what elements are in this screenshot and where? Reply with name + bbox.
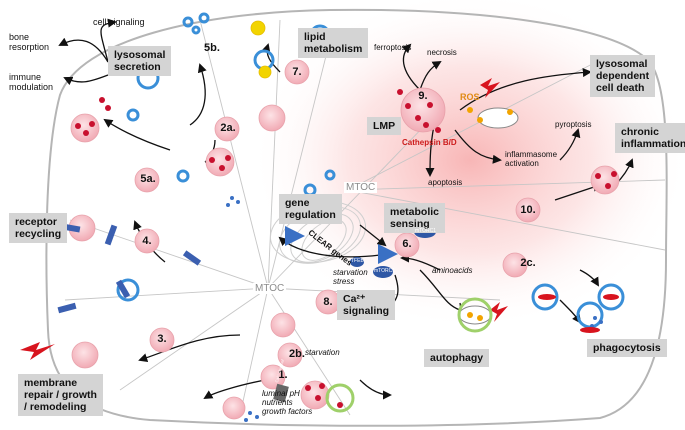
- aminoacids-label: aminoacids: [432, 266, 473, 275]
- bone-resorption-line2: resorption: [9, 42, 50, 53]
- starvation-stress-line1: starvation: [333, 268, 368, 277]
- step-10-number: 10.: [520, 204, 536, 216]
- lmp-box: LMP: [367, 117, 402, 136]
- inflammasome-line1: inflammasome: [505, 150, 558, 159]
- membrane-repair-line3: / remodeling: [24, 401, 87, 414]
- mtoc-center-label: MTOC: [253, 283, 287, 294]
- ca-signaling-box: Ca²⁺signaling: [337, 290, 396, 321]
- tfeb-label: TFEB: [351, 258, 364, 264]
- autophagy-text: autophagy: [430, 352, 484, 364]
- membrane-repair-line1: membrane: [24, 377, 78, 389]
- inflammasome-line2: activation: [505, 159, 539, 169]
- step-4-number: 4.: [142, 235, 152, 247]
- phagocytosis-text: phagocytosis: [593, 342, 661, 354]
- autophagosomes: [325, 297, 493, 413]
- luminal-line2: nutrients: [262, 398, 293, 408]
- autophagy-box: autophagy: [424, 349, 490, 368]
- step-2a-number: 2a.: [220, 122, 236, 134]
- metabolic-sensing-line2: sensing: [390, 218, 430, 231]
- phagocytosed-particles: [538, 294, 619, 333]
- step-2b-number: 2b.: [289, 348, 305, 360]
- ca-signaling-line2: signaling: [343, 305, 390, 318]
- mtoc-top-label: MTOC: [344, 182, 378, 193]
- lysosomal-cell-death-line1: lysosomal: [596, 58, 648, 70]
- step-9-number: 9.: [418, 90, 428, 102]
- cathepsin-label: Cathepsin B/D: [402, 138, 457, 147]
- ferroptosis-label: ferroptosis: [374, 43, 412, 52]
- lmp-text: LMP: [373, 120, 396, 132]
- luminal-line3: growth factors: [262, 407, 313, 417]
- immune-modulation-line2: modulation: [9, 82, 54, 93]
- small-blue-dots: [226, 196, 603, 422]
- step-5a-number: 5a.: [140, 173, 156, 185]
- gene-regulation-line2: regulation: [285, 209, 336, 222]
- luminal-line1: luminal pH: [262, 389, 300, 398]
- ca-signaling-line1: Ca²⁺: [343, 293, 366, 305]
- lipid-metabolism-line1: lipid: [304, 31, 326, 43]
- phagocytosis-box: phagocytosis: [587, 339, 667, 358]
- red-stars: [75, 89, 617, 408]
- cell-signaling-label: cell signaling: [93, 17, 145, 27]
- apoptosis-label: apoptosis: [428, 178, 463, 187]
- starvation-label: starvation: [305, 348, 340, 357]
- step-7-number: 7.: [292, 66, 302, 78]
- gene-regulation-line1: gene: [285, 197, 310, 209]
- bone-resorption-line1: bone: [9, 32, 30, 42]
- lysosomal-secretion-line2: secretion: [114, 61, 161, 74]
- lipid-droplets: [250, 20, 272, 79]
- ros-dots: [467, 107, 513, 321]
- step-1-number: 1.: [278, 369, 288, 381]
- mtorc1-label-a: mTORC1: [415, 228, 437, 234]
- necrosis-label: necrosis: [427, 48, 457, 57]
- lysosomal-cell-death-line2: dependent: [596, 70, 650, 83]
- step-6-number: 6.: [402, 238, 412, 250]
- lysosomal-secretion-line1: lysosomal: [114, 49, 166, 61]
- lipid-metabolism-line2: metabolism: [304, 43, 363, 56]
- nuclear-pores: [285, 226, 398, 264]
- step-8-number: 8.: [323, 296, 333, 308]
- lightning-bolts: [20, 78, 508, 360]
- receptor-recycling-line1: receptor: [15, 216, 58, 228]
- mtorc1-label-b: mTORC1: [374, 268, 396, 274]
- membrane-repair-line2: repair / growth: [24, 389, 97, 402]
- numbered-lysosomes: [134, 59, 541, 390]
- stress-glow-region: [250, 0, 685, 330]
- metabolic-sensing-line1: metabolic: [390, 206, 440, 218]
- lysosomal-cell-death-line3: cell death: [596, 82, 645, 95]
- cell-membrane: [45, 8, 668, 427]
- ros-label: ROS: [460, 92, 480, 102]
- starvation-stress-line2: stress: [333, 277, 355, 287]
- chronic-inflammation-line1: chronic: [621, 126, 659, 138]
- step-2c-number: 2c.: [520, 257, 536, 269]
- pyroptosis-label: pyroptosis: [555, 120, 592, 129]
- chronic-inflammation-line2: inflammation: [621, 138, 685, 151]
- immune-modulation-line1: immune: [9, 72, 42, 82]
- step-3-number: 3.: [157, 333, 167, 345]
- calcium-channel: [273, 383, 289, 403]
- step-5b-number: 5b.: [204, 42, 220, 54]
- receptor-recycling-line2: recycling: [15, 228, 62, 241]
